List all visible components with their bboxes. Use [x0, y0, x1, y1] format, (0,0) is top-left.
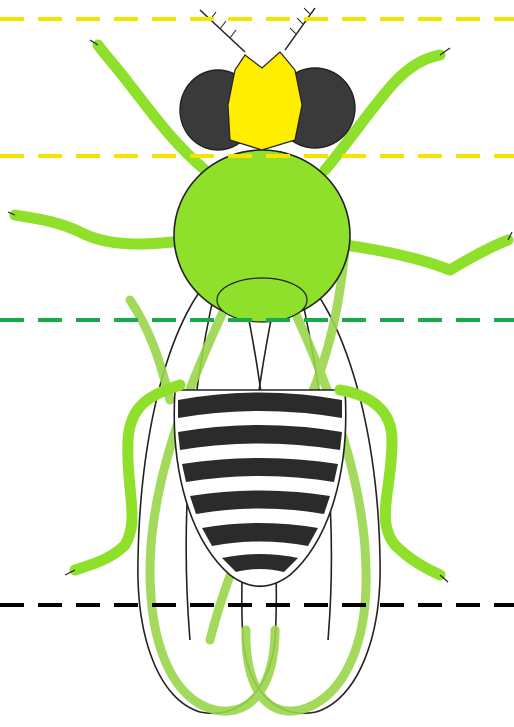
antenna-region: [228, 52, 302, 150]
thorax: [174, 150, 350, 322]
abdomen: [174, 390, 346, 586]
left-arista: [200, 10, 245, 52]
left-middle-leg: [15, 215, 190, 244]
scutellum: [217, 278, 307, 322]
head: [180, 8, 355, 150]
right-arista: [285, 8, 315, 50]
right-middle-leg: [345, 240, 508, 270]
